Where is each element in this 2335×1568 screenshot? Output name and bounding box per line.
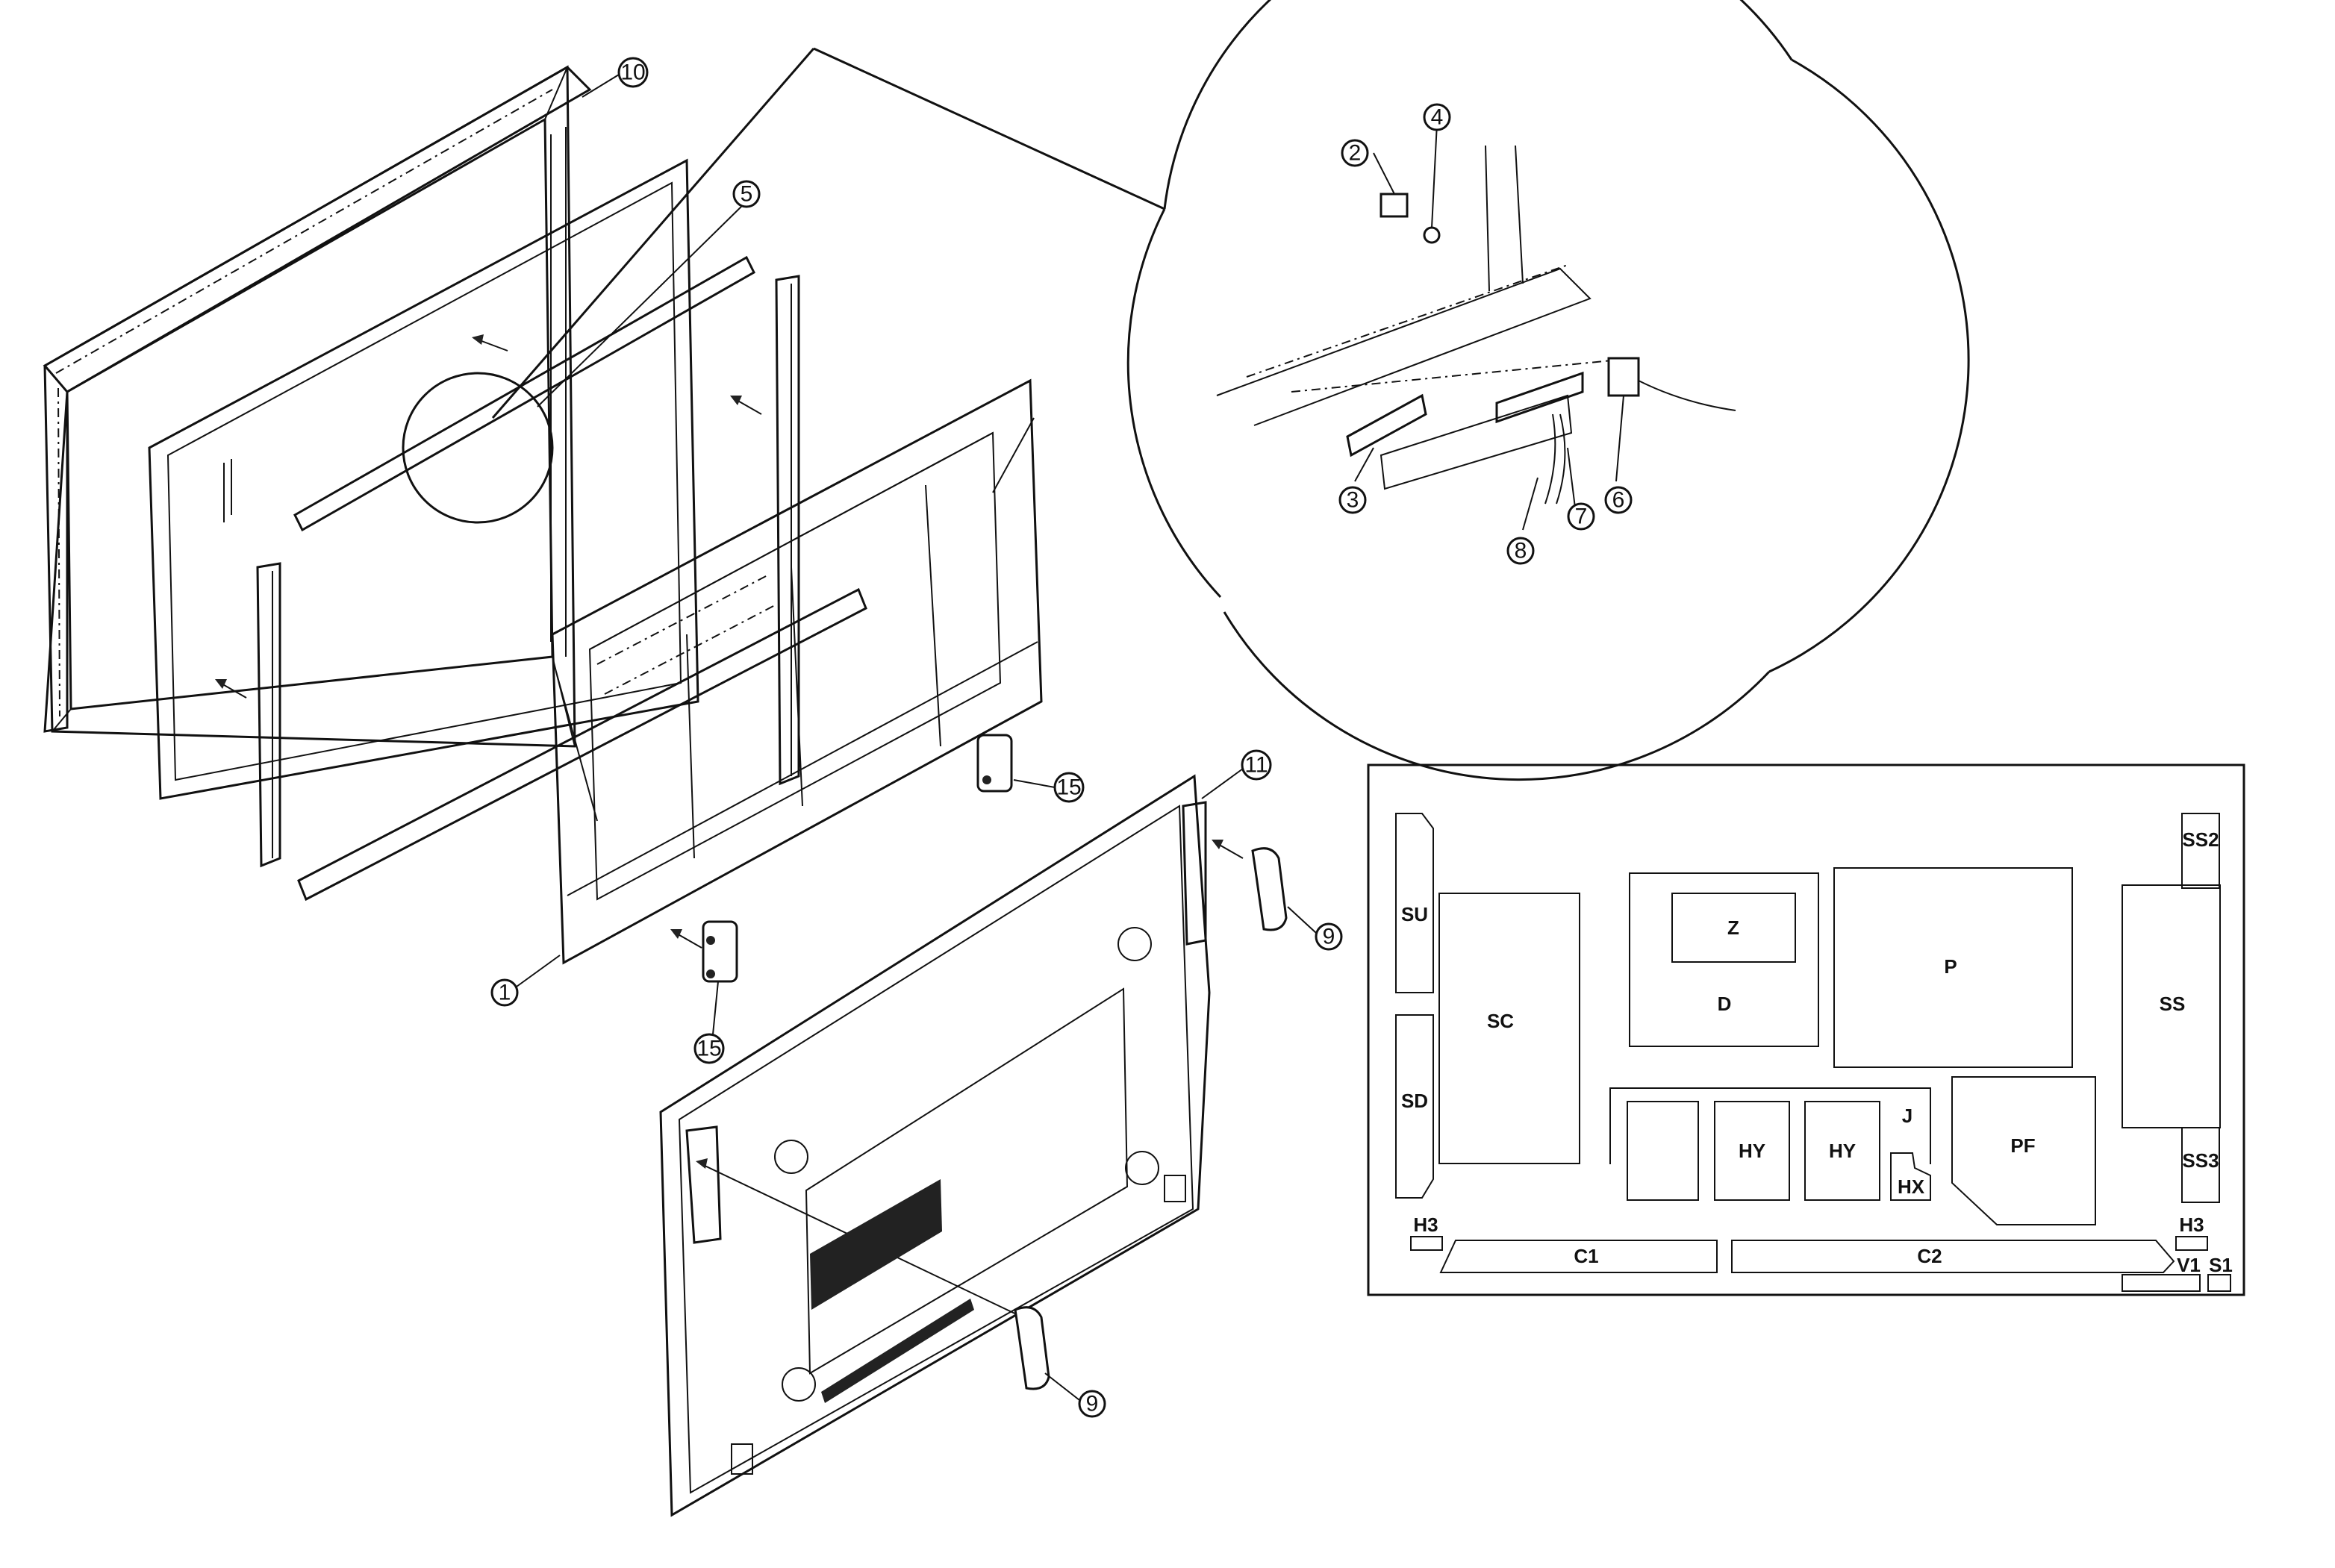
svg-text:8: 8	[1515, 539, 1527, 563]
svg-text:H3: H3	[1413, 1214, 1438, 1236]
svg-text:10: 10	[620, 60, 645, 85]
board-SU: SU	[1395, 813, 1434, 993]
callout-9-lower: 9	[1044, 1372, 1106, 1418]
board-SD: SD	[1395, 1014, 1434, 1199]
svg-text:7: 7	[1575, 505, 1588, 529]
front-bezel-frame	[43, 65, 592, 748]
assembly-arrows	[215, 334, 1244, 1318]
callout-4: 4	[1423, 103, 1451, 131]
svg-text:H3: H3	[2179, 1214, 2204, 1236]
callout-8: 8	[1506, 537, 1535, 565]
board-C1: C1	[1439, 1240, 1718, 1273]
zoom-detail-view	[1126, 0, 1970, 781]
svg-text:3: 3	[1347, 488, 1359, 513]
svg-text:SS3: SS3	[2182, 1149, 2219, 1172]
callout-6: 6	[1604, 486, 1633, 514]
side-bracket-upper	[976, 734, 1013, 793]
svg-text:C1: C1	[1574, 1245, 1598, 1267]
svg-text:SS2: SS2	[2182, 828, 2219, 851]
front-glass-panel	[148, 158, 699, 800]
svg-text:9: 9	[1086, 1392, 1099, 1416]
board-PF: PF	[1951, 1076, 2096, 1225]
chassis-frame	[551, 378, 1043, 965]
callout-7: 7	[1567, 502, 1595, 531]
callout-11: 11	[1201, 749, 1272, 799]
callout-5: 5	[732, 180, 761, 208]
side-rails	[256, 255, 867, 902]
svg-text:SU: SU	[1401, 903, 1428, 925]
svg-text:SS: SS	[2160, 993, 2186, 1015]
board-SC: SC	[1438, 893, 1580, 1164]
callout-1: 1	[490, 955, 561, 1007]
board-SS: SS	[2122, 884, 2221, 1128]
callout-15-upper: 15	[1013, 772, 1085, 803]
board-H3-right: H3	[2175, 1214, 2208, 1251]
svg-text:J: J	[1902, 1105, 1912, 1127]
svg-text:15: 15	[696, 1037, 721, 1061]
svg-text:D: D	[1718, 993, 1732, 1015]
stand-foot-upper	[1251, 847, 1288, 931]
board-H3-left: H3	[1410, 1214, 1443, 1251]
svg-text:15: 15	[1056, 775, 1081, 800]
svg-text:P: P	[1944, 955, 1957, 978]
board-S1: S1	[2207, 1254, 2233, 1292]
svg-text:4: 4	[1431, 105, 1444, 130]
board-SS2: SS2	[2181, 813, 2220, 889]
svg-text:PF: PF	[2010, 1134, 2035, 1157]
callout-15-lower: 15	[693, 981, 725, 1064]
svg-text:1: 1	[499, 981, 511, 1005]
board-C2: C2	[1731, 1240, 2175, 1273]
callout-2: 2	[1341, 139, 1369, 167]
svg-text:Z: Z	[1727, 916, 1739, 939]
board-J: J	[1902, 1105, 1912, 1127]
svg-text:HX: HX	[1898, 1175, 1925, 1198]
board-blank-module	[1627, 1101, 1699, 1201]
svg-text:V1: V1	[2177, 1254, 2201, 1276]
board-V1: V1	[2122, 1254, 2201, 1292]
board-HX: HX	[1890, 1152, 1931, 1201]
svg-text:5: 5	[741, 182, 753, 207]
svg-text:9: 9	[1323, 925, 1335, 949]
callout-9-upper: 9	[1287, 906, 1343, 951]
svg-text:S1: S1	[2209, 1254, 2233, 1276]
board-layout: SU SD SC D Z P SS2	[1367, 763, 2245, 1296]
svg-text:HY: HY	[1829, 1140, 1856, 1162]
callout-10: 10	[582, 57, 649, 98]
board-D: D	[1629, 872, 1819, 1047]
detail-circle	[402, 372, 554, 524]
board-P: P	[1833, 867, 2073, 1068]
svg-text:11: 11	[1244, 753, 1268, 778]
side-bracket-lower	[702, 920, 738, 983]
rear-cover	[659, 774, 1211, 1517]
svg-text:SD: SD	[1401, 1090, 1428, 1112]
svg-text:6: 6	[1612, 488, 1625, 513]
svg-text:SC: SC	[1487, 1010, 1514, 1032]
svg-text:HY: HY	[1739, 1140, 1765, 1162]
board-HY-1: HY	[1714, 1101, 1790, 1201]
board-Z: Z	[1671, 893, 1796, 963]
svg-text:C2: C2	[1917, 1245, 1942, 1267]
stand-foot-lower	[1014, 1306, 1050, 1390]
svg-text:2: 2	[1349, 141, 1362, 166]
board-HY-2: HY	[1804, 1101, 1880, 1201]
callout-3: 3	[1338, 486, 1367, 514]
board-SS3: SS3	[2181, 1127, 2220, 1203]
